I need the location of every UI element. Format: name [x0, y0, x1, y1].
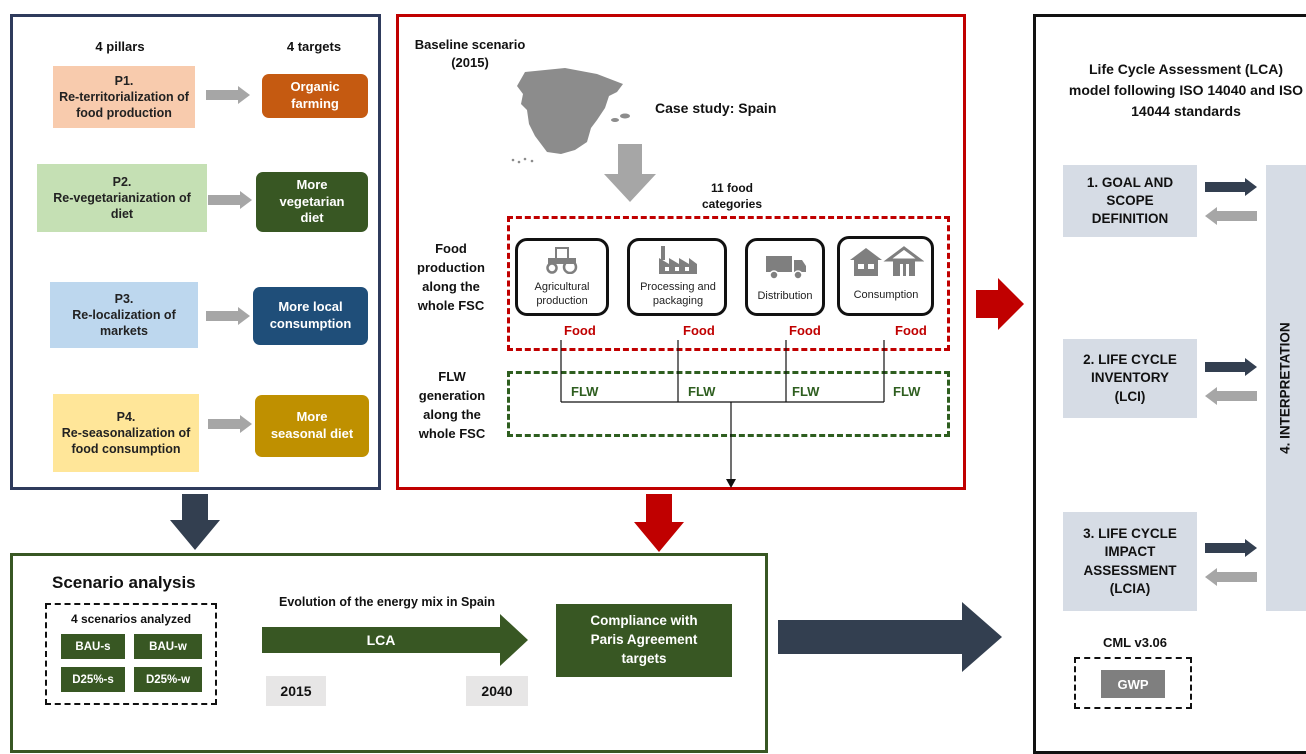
pillar-p3: P3. Re-localization of markets — [50, 282, 198, 348]
lca-arrow-label: LCA — [366, 632, 396, 648]
arrow-right-icon — [976, 278, 1024, 330]
stage-processing — [627, 238, 727, 316]
food-tag: Food — [564, 323, 596, 338]
arrow-down-icon — [634, 494, 684, 552]
stage-distribution-label: Distribution — [757, 290, 813, 302]
lca-phase-inventory: 2. LIFE CYCLE INVENTORY (LCI) — [1063, 339, 1197, 418]
arrow-right-icon — [208, 415, 252, 433]
stage-consumption — [837, 236, 934, 316]
scenario-bau-w: BAU-w — [134, 634, 202, 659]
pillars-panel — [10, 14, 381, 490]
scenario-title: Scenario analysis — [52, 573, 196, 592]
arrow-right-icon — [1205, 178, 1257, 196]
arrow-left-icon — [1205, 387, 1257, 405]
flw-box — [507, 371, 950, 437]
cml-label: CML v3.06 — [1102, 634, 1168, 650]
baseline-title: Baseline scenario (2015) — [404, 34, 536, 74]
arrow-right-icon — [1205, 358, 1257, 376]
arrow-down-icon — [170, 494, 220, 550]
arrow-left-icon — [1205, 207, 1257, 225]
arrow-right-icon — [778, 602, 1002, 672]
target-seasonal: More seasonal diet — [255, 395, 369, 457]
pillar-p1-text: Re-territorialization of food production — [59, 89, 189, 121]
target-vegetarian: More vegetarian diet — [256, 172, 368, 232]
flw-tag: FLW — [688, 384, 716, 399]
lca-phase-goal: 1. GOAL AND SCOPE DEFINITION — [1063, 165, 1197, 237]
pillar-p4-id: P4. — [116, 409, 136, 424]
gwp-dashed-box — [1074, 657, 1192, 709]
lca-timeline-arrow — [262, 614, 528, 666]
flw-tag: FLW — [893, 384, 921, 399]
compliance-box: Compliance with Paris Agreement targets — [556, 604, 732, 677]
stage-distribution — [745, 238, 825, 316]
flw-connectors — [560, 340, 885, 488]
factory-icon — [659, 246, 697, 274]
food-categories-label: 11 food categories — [701, 181, 763, 211]
baseline-panel — [396, 14, 966, 490]
flw-generation-label: FLW generation along the whole FSC — [418, 369, 486, 441]
lca-title: Life Cycle Assessment (LCA) model follow… — [1068, 60, 1304, 119]
flw-tag: FLW — [792, 384, 820, 399]
arrow-left-icon — [1205, 568, 1257, 586]
pillar-p1: P1. Re-territorialization of food produc… — [53, 66, 195, 128]
energy-mix-label: Evolution of the energy mix in Spain — [279, 595, 495, 609]
truck-icon — [766, 256, 806, 280]
food-tag: Food — [683, 323, 715, 338]
spain-map-icon — [511, 68, 630, 164]
year-end: 2040 — [466, 676, 528, 706]
interpretation-label: 4. INTERPRETATION — [1277, 322, 1293, 454]
pillar-p3-id: P3. — [114, 291, 134, 306]
pillar-p1-id: P1. — [114, 73, 134, 88]
food-tag: Food — [789, 323, 821, 338]
scenario-d25-w: D25%-w — [134, 667, 202, 692]
arrow-right-icon — [206, 307, 250, 325]
pillar-p2: P2. Re-vegetarianization of diet — [37, 164, 207, 232]
pillar-p4: P4. Re-seasonalization of food consumpti… — [53, 394, 199, 472]
house-icon — [850, 246, 924, 276]
pillar-p3-text: Re-localization of markets — [72, 307, 176, 339]
target-organic: Organic farming — [262, 74, 368, 118]
stage-processing-label: Processing and packaging — [640, 281, 716, 307]
target-local: More local consumption — [253, 287, 368, 345]
stage-agricultural-label: Agricultural production — [534, 281, 590, 307]
scenario-bau-s: BAU-s — [61, 634, 125, 659]
scenarios-box — [45, 603, 217, 705]
tractor-icon — [546, 247, 578, 274]
pillar-p2-id: P2. — [112, 174, 132, 189]
flw-tag: FLW — [571, 384, 599, 399]
pillar-p2-text: Re-vegetarianization of diet — [53, 190, 191, 222]
case-study-label: Case study: Spain — [655, 100, 777, 116]
food-tag: Food — [895, 323, 927, 338]
scenario-d25-s: D25%-s — [61, 667, 125, 692]
gwp-label: GWP — [1101, 670, 1165, 698]
arrow-right-icon — [206, 86, 250, 104]
pillar-p4-text: Re-seasonalization of food consumption — [61, 425, 191, 457]
pillars-header: 4 pillars — [95, 38, 145, 54]
food-production-label: Food production along the whole FSC — [417, 241, 485, 313]
interpretation-bar: 4. INTERPRETATION — [1266, 165, 1306, 611]
baseline-year: (2015) — [451, 55, 489, 70]
stage-consumption-label: Consumption — [853, 289, 919, 301]
arrow-right-icon — [208, 191, 252, 209]
scenarios-header: 4 scenarios analyzed — [70, 612, 192, 626]
arrow-down-icon — [604, 144, 656, 202]
arrow-right-icon — [1205, 539, 1257, 557]
stage-agricultural — [515, 238, 609, 316]
baseline-title-text: Baseline scenario — [414, 36, 526, 52]
year-start: 2015 — [266, 676, 326, 706]
lca-phase-impact: 3. LIFE CYCLE IMPACT ASSESSMENT (LCIA) — [1063, 512, 1197, 611]
food-production-box — [507, 216, 950, 351]
targets-header: 4 targets — [286, 38, 342, 54]
